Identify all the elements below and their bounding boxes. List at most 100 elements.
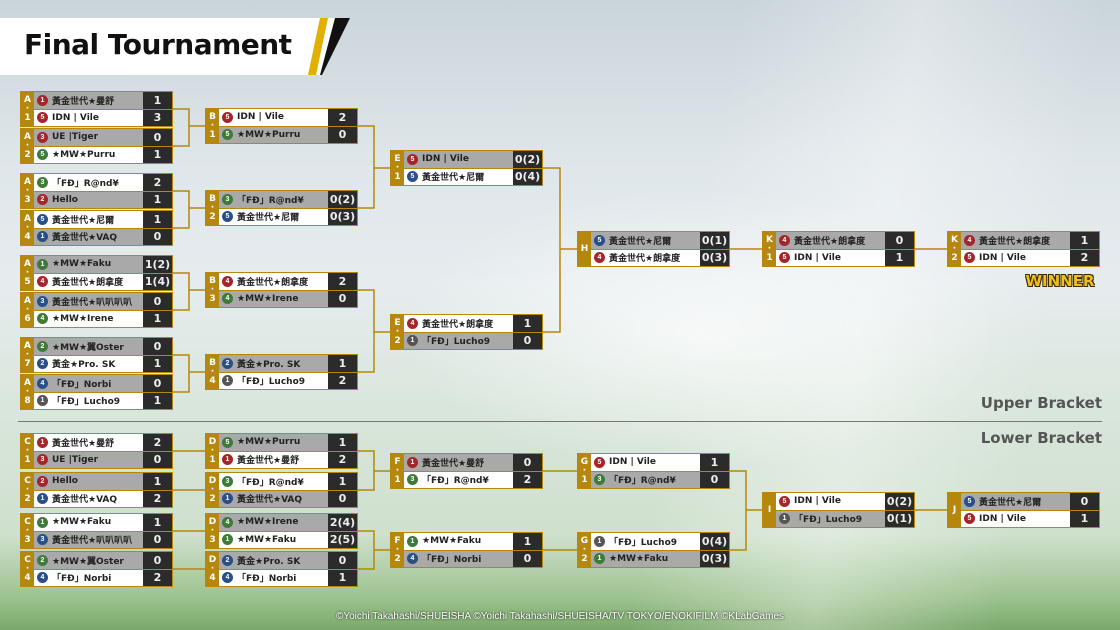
team-row[interactable]: 3「FÐ」R@nd¥0: [591, 471, 729, 488]
team-score: 1: [328, 569, 357, 586]
team-name: ★MW★翼Oster: [52, 342, 124, 353]
connector-line: [358, 125, 390, 209]
team-row[interactable]: 3「FÐ」R@nd¥2: [404, 471, 542, 488]
team-score: 0(3): [700, 249, 729, 266]
team-row[interactable]: 3「FÐ」R@nd¥1: [219, 473, 357, 490]
seed-badge-icon: 4: [222, 275, 233, 287]
seed-badge-icon: 5: [407, 153, 418, 165]
team-row[interactable]: 3「FÐ」R@nd¥2: [34, 174, 172, 191]
team-row[interactable]: 3「FÐ」R@nd¥0(2): [219, 191, 357, 208]
team-name: ★MW★Purru: [52, 149, 116, 160]
